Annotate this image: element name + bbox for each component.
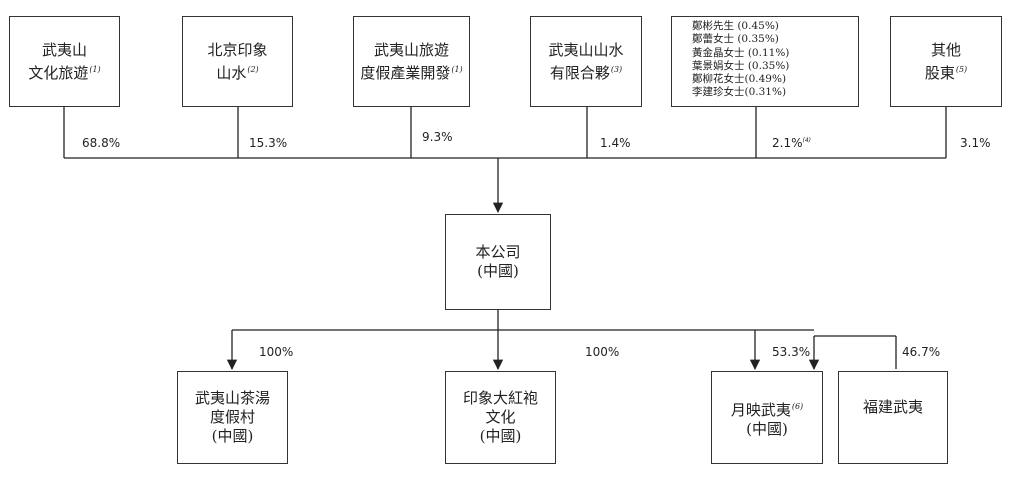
- holding-percentage: 100%: [585, 345, 620, 359]
- company-box: 本公司 (中國): [445, 214, 551, 310]
- individual-shareholder: 葉景娟女士 (0.35%): [692, 59, 790, 72]
- footnote-mark: (2): [247, 64, 259, 74]
- holding-percentage: 53.3%: [772, 345, 811, 359]
- individual-shareholder: 李建珍女士(0.31%): [692, 86, 787, 99]
- holding-percentage: 2.1%(4): [772, 136, 811, 150]
- footnote-mark: (6): [791, 401, 804, 411]
- footnote-mark: (1): [451, 64, 463, 74]
- holding-percentage: 9.3%: [422, 130, 453, 144]
- holding-percentage: 46.7%: [902, 345, 941, 359]
- holding-percentage: 15.3%: [249, 136, 288, 150]
- shareholder-line: 武夷山山水: [548, 40, 624, 59]
- subsidiary-line: 文化: [485, 408, 516, 426]
- shareholder-wuyishan-shanshui-lp: 武夷山山水 有限合夥(3): [530, 16, 642, 107]
- subsidiary-yueying-wuyi: 月映武夷(6) (中國): [711, 371, 823, 464]
- holding-percentage: 100%: [259, 345, 294, 359]
- shareholder-line: 北京印象: [207, 40, 268, 59]
- holding-percentage: 1.4%: [600, 136, 631, 150]
- shareholder-line: 其他: [930, 40, 961, 59]
- individual-shareholder: 鄭彬先生 (0.45%): [692, 20, 779, 32]
- company-name: 本公司: [475, 243, 521, 261]
- subsidiary-line: (中國): [211, 427, 254, 445]
- subsidiary-line: 度假村: [209, 408, 255, 426]
- shareholder-line: 武夷山旅遊: [373, 40, 449, 59]
- individual-shareholder: 鄭蕾女士 (0.35%): [692, 33, 779, 46]
- individual-shareholder: 鄭柳花女士(0.49%): [692, 73, 787, 86]
- footnote-mark: (5): [955, 64, 968, 74]
- footnote-mark: (3): [610, 64, 623, 74]
- subsidiary-line: (中國): [479, 427, 522, 445]
- individual-shareholder: 黃金晶女士 (0.11%): [692, 46, 790, 59]
- shareholder-line: 文化旅遊(1): [28, 63, 101, 82]
- footnote-mark: (1): [89, 64, 101, 74]
- subsidiary-line: 武夷山茶湯: [194, 389, 270, 407]
- shareholder-line: 武夷山: [41, 40, 87, 59]
- holding-percentage: 3.1%: [960, 136, 991, 150]
- subsidiary-line: 月映武夷(6): [730, 400, 804, 419]
- shareholder-wuyishan-culture-tourism: 武夷山 文化旅遊(1): [9, 16, 120, 107]
- partner-name: 福建武夷: [862, 398, 923, 416]
- shareholder-wuyishan-tourism-development: 武夷山旅遊 度假產業開發(1): [353, 16, 470, 107]
- shareholder-beijing-impression: 北京印象 山水(2): [182, 16, 293, 107]
- footnote-mark: (4): [802, 137, 812, 144]
- shareholder-line: 有限合夥(3): [549, 63, 623, 82]
- shareholder-line: 度假產業開發(1): [360, 63, 463, 82]
- company-region: (中國): [477, 262, 519, 280]
- shareholder-line: 山水(2): [216, 63, 259, 82]
- subsidiary-line: (中國): [746, 419, 788, 438]
- holding-percentage: 68.8%: [82, 136, 121, 150]
- shareholder-line: 股東(5): [924, 63, 968, 82]
- shareholder-individuals: 鄭彬先生 (0.45%) 鄭蕾女士 (0.35%) 黃金晶女士 (0.11%) …: [671, 16, 859, 107]
- partner-fujian-wuyi: 福建武夷: [838, 371, 948, 464]
- subsidiary-line: 印象大紅袍: [462, 389, 538, 407]
- subsidiary-tea-resort: 武夷山茶湯 度假村 (中國): [177, 371, 288, 464]
- shareholder-others: 其他 股東(5): [890, 16, 1002, 107]
- subsidiary-dahongpao-culture: 印象大紅袍 文化 (中國): [445, 371, 556, 464]
